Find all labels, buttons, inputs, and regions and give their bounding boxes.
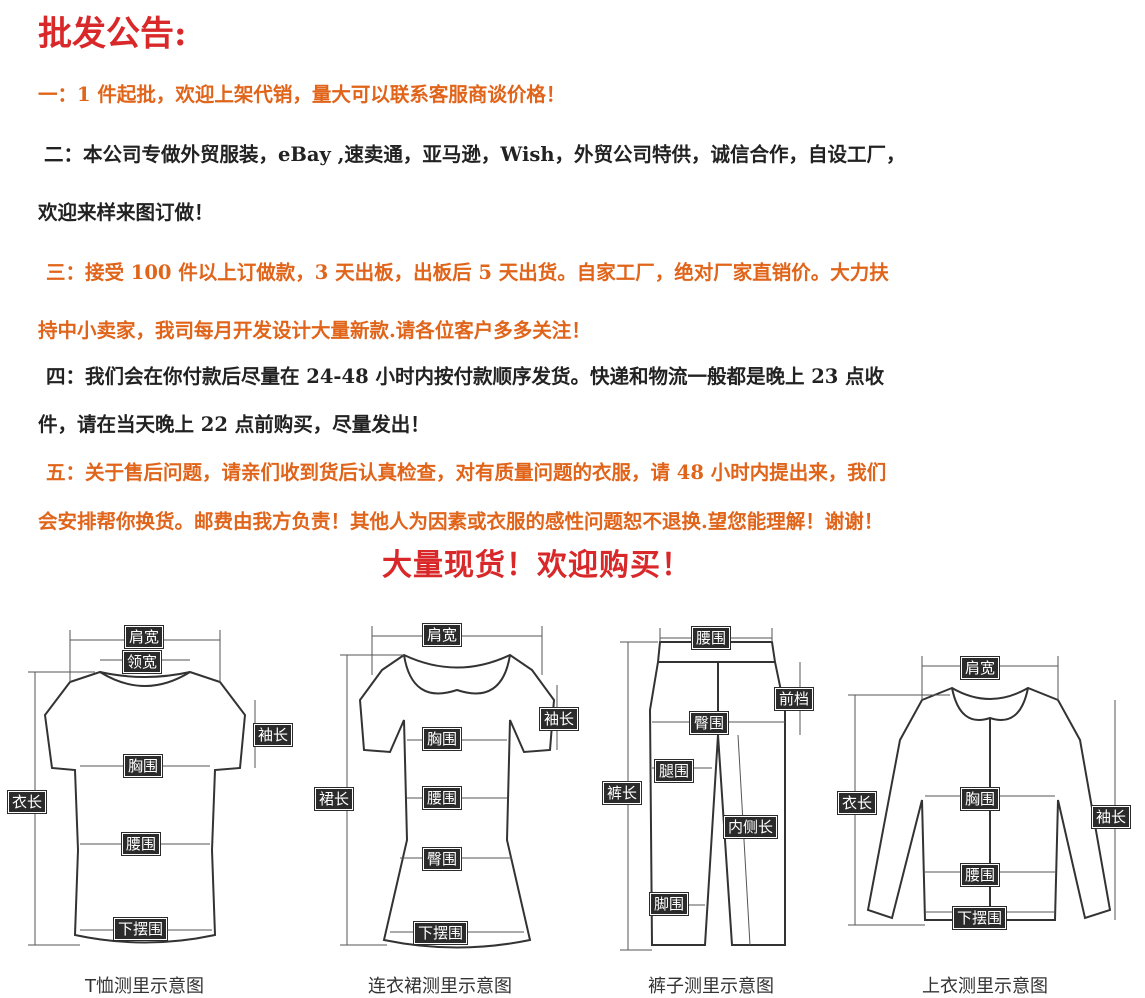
tshirt-length-label: 衣长	[6, 790, 48, 814]
dress-diagram: 肩宽 袖长 胸围 裙长 腰围 臀围 下摆围	[312, 600, 602, 970]
pants-inseam-label: 内侧长	[722, 815, 779, 839]
tshirt-hem-label: 下摆围	[112, 917, 169, 941]
dress-sleeve-label: 袖长	[538, 707, 580, 731]
pants-rise-label: 前档	[773, 687, 815, 711]
shirt-waist-label: 腰围	[959, 863, 1001, 887]
tshirt-sleeve-label: 袖长	[252, 723, 294, 747]
notice-line-3a: 三：接受 100 件以上订做款，3 天出板，出板后 5 天出货。自家工厂，绝对厂…	[46, 261, 889, 284]
tshirt-diagram: 肩宽 领宽 袖长 胸围 衣长 腰围 下摆围	[0, 600, 294, 970]
banner-text: 大量现货！欢迎购买！	[382, 548, 692, 583]
tshirt-chest-label: 胸围	[122, 754, 164, 778]
pants-hip-label: 臀围	[688, 711, 730, 735]
dress-hem-label: 下摆围	[412, 921, 469, 945]
pants-length-label: 裤长	[601, 781, 643, 805]
shirt-caption: 上衣测里示意图	[922, 976, 1048, 997]
notice-line-5b: 会安排帮你换货。邮费由我方负责！其他人为因素或衣服的感性问题恕不退换.望您能理解…	[38, 510, 884, 533]
pants-leg-opening-label: 脚围	[648, 892, 690, 916]
shirt-chest-label: 胸围	[959, 787, 1001, 811]
notice-line-2b: 欢迎来样来图订做！	[38, 201, 214, 224]
pants-waist-label: 腰围	[690, 626, 732, 650]
pants-caption: 裤子测里示意图	[648, 976, 774, 997]
dress-outline-icon	[340, 626, 558, 949]
notice-title: 批发公告:	[38, 14, 187, 54]
dress-chest-label: 胸围	[421, 727, 463, 751]
pants-thigh-label: 腿围	[653, 759, 695, 783]
tshirt-caption: T恤测里示意图	[85, 976, 204, 997]
notice-line-4a: 四：我们会在你付款后尽量在 24-48 小时内按付款顺序发货。快递和物流一般都是…	[46, 365, 885, 388]
tshirt-collar-label: 领宽	[121, 650, 163, 674]
notice-line-3b: 持中小卖家，我司每月开发设计大量新款.请各位客户多多关注！	[38, 319, 591, 342]
notice-line-2a: 二：本公司专做外贸服装，eBay ,速卖通，亚马逊，Wish，外贸公司特供，诚信…	[44, 143, 906, 166]
tshirt-waist-label: 腰围	[120, 832, 162, 856]
shirt-hem-label: 下摆围	[951, 906, 1008, 930]
shirt-length-label: 衣长	[836, 791, 878, 815]
shirt-sleeve-label: 袖长	[1090, 805, 1132, 829]
shirt-diagram: 肩宽 衣长 胸围 袖长 腰围 下摆围	[830, 600, 1145, 970]
dress-waist-label: 腰围	[421, 786, 463, 810]
pants-diagram: 腰围 前档 臀围 腿围 裤长 内侧长 脚围	[600, 600, 840, 970]
dress-length-label: 裙长	[313, 787, 355, 811]
notice-line-4b: 件，请在当天晚上 22 点前购买，尽量发出！	[38, 413, 430, 436]
shirt-shoulder-label: 肩宽	[959, 656, 1001, 680]
notice-line-5a: 五：关于售后问题，请亲们收到货后认真检查，对有质量问题的衣服，请 48 小时内提…	[46, 461, 887, 484]
dress-shoulder-label: 肩宽	[421, 623, 463, 647]
notice-line-1: 一：1 件起批，欢迎上架代销，量大可以联系客服商谈价格！	[38, 83, 566, 106]
dress-caption: 连衣裙测里示意图	[368, 976, 512, 997]
tshirt-shoulder-label: 肩宽	[123, 625, 165, 649]
dress-hip-label: 臀围	[421, 847, 463, 871]
